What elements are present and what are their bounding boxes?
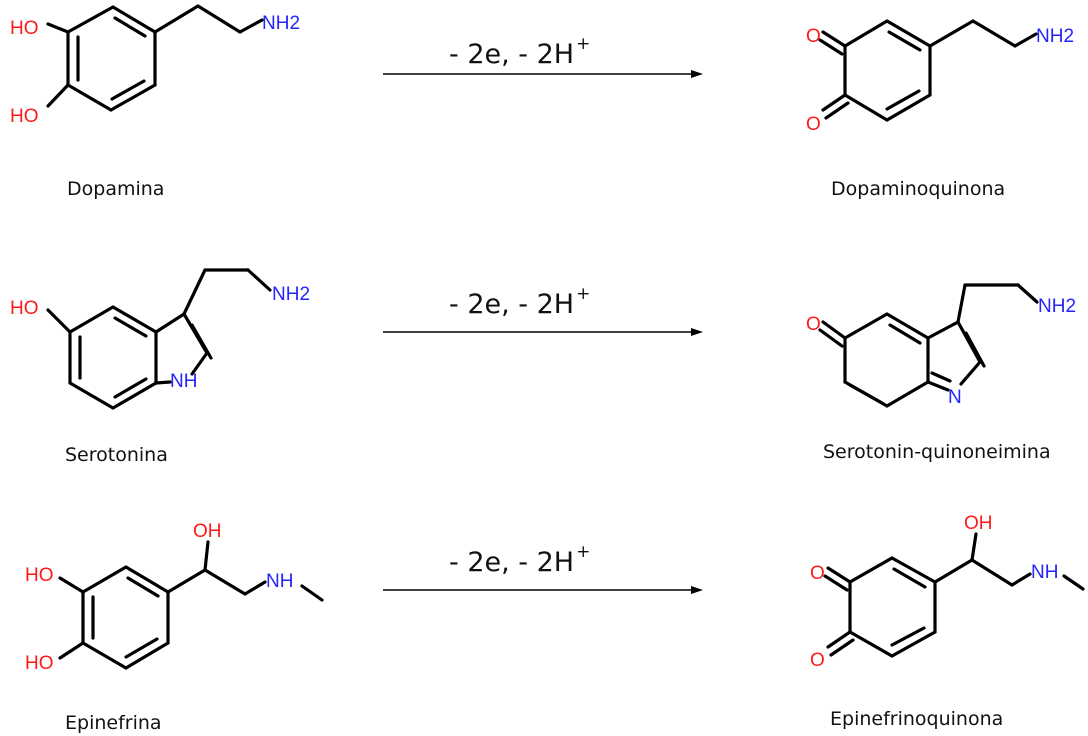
product-name-serotonin-quinoneimina: Serotonin-quinoneimina xyxy=(823,441,1051,463)
dopamina-oh2-label: HO xyxy=(10,106,39,127)
product-name-dopaminoquinona: Dopaminoquinona xyxy=(831,178,1006,200)
epinefrina-oh2-label: HO xyxy=(25,653,54,674)
reaction-condition-2: - 2e, - 2H+ xyxy=(449,284,590,320)
reaction-condition-3: - 2e, - 2H+ xyxy=(449,542,590,578)
epinefrinoquinona-structure: O O OH NH xyxy=(810,513,1085,671)
serotonin-quinoneimina-bonds xyxy=(818,283,1039,408)
serotonina-structure: HO NH NH2 xyxy=(10,268,310,410)
serotonina-nh-label: NH xyxy=(170,371,197,392)
product-name-epinefrinoquinona: Epinefrinoquinona xyxy=(830,708,1004,730)
serotonin-quinoneimina-amine-label: NH2 xyxy=(1038,296,1076,317)
dopamina-amine-label: NH2 xyxy=(262,13,300,34)
epinefrina-amine-label: NH xyxy=(266,571,293,592)
dopamina-oh1-label: HO xyxy=(10,18,39,39)
reaction-condition-text: - 2e, - 2H xyxy=(449,39,575,70)
epinefrinoquinona-amine-label: NH xyxy=(1031,562,1058,583)
epinefrinoquinona-o1-label: O xyxy=(810,563,825,584)
reaction-condition-superscript: + xyxy=(576,284,591,304)
epinefrina-structure: HO HO OH NH xyxy=(25,521,324,674)
reaction-condition-text: - 2e, - 2H xyxy=(449,547,575,578)
serotonina-amine-label: NH2 xyxy=(272,284,310,305)
dopaminoquinona-o1-label: O xyxy=(806,26,821,47)
epinefrina-side-oh-label: OH xyxy=(193,521,222,542)
serotonin-quinoneimina-structure: O N NH2 xyxy=(806,283,1076,408)
serotonin-quinoneimina-o-label: O xyxy=(806,314,821,335)
epinefrinoquinona-bonds xyxy=(823,532,1085,658)
dopaminoquinona-amine-label: NH2 xyxy=(1036,26,1074,47)
reaction-arrow-1 xyxy=(383,70,703,78)
dopamina-structure: HO HO NH2 xyxy=(10,4,300,127)
reaction-arrow-2 xyxy=(383,328,703,336)
serotonin-quinoneimina-n-label: N xyxy=(948,387,962,408)
reactant-name-epinefrina: Epinefrina xyxy=(65,712,162,734)
serotonina-oh-label: HO xyxy=(10,298,39,319)
reaction-condition-1: - 2e, - 2H+ xyxy=(449,34,590,70)
epinefrina-oh1-label: HO xyxy=(25,565,54,586)
reaction-condition-text: - 2e, - 2H xyxy=(449,289,575,320)
dopaminoquinona-o2-label: O xyxy=(806,114,821,135)
serotonina-bonds xyxy=(46,268,272,410)
reaction-arrow-3 xyxy=(383,586,703,594)
epinefrinoquinona-side-oh-label: OH xyxy=(964,513,993,534)
dopamina-bonds xyxy=(46,4,264,112)
dopaminoquinona-structure: O O NH2 xyxy=(806,19,1074,135)
reaction-condition-superscript: + xyxy=(576,34,591,54)
dopaminoquinona-bonds xyxy=(818,19,1038,122)
reactant-name-dopamina: Dopamina xyxy=(67,178,165,200)
reaction-condition-superscript: + xyxy=(576,542,591,562)
reactant-name-serotonina: Serotonina xyxy=(65,444,168,466)
epinefrina-bonds xyxy=(58,540,324,670)
epinefrinoquinona-o2-label: O xyxy=(810,650,825,671)
